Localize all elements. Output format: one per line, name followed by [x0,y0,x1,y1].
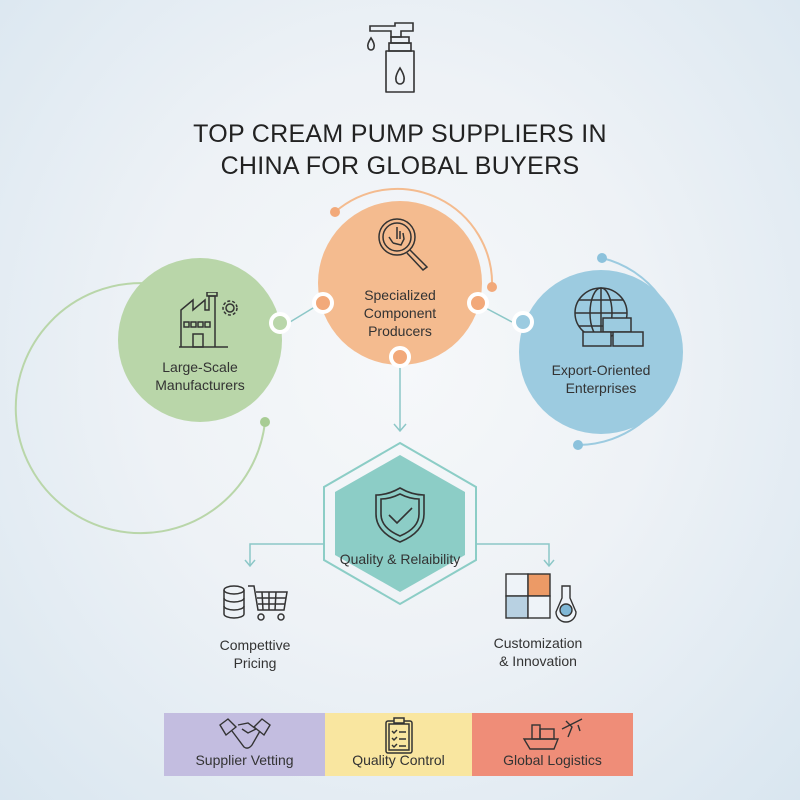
label-pricing: Compettive Pricing [219,637,291,671]
label-customization: Customization & Innovation [493,635,583,669]
footer-supplier-vetting: Supplier Vetting [164,713,325,776]
circle-specialized [318,201,482,365]
factory-gear-icon [179,292,238,348]
clipboard-checklist-icon [384,717,413,754]
green-arc [14,282,266,535]
circle-export [519,270,683,434]
shield-check-icon [375,487,425,543]
puzzle-flask-icon [505,573,577,623]
label-large-scale: Large-Scale Manufacturers [155,359,245,393]
label-quality: Quality & Relaibility [339,551,461,567]
label-export: Export-Oriented Enterprises [551,362,651,396]
footer-global-logistics: Global Logistics [472,713,633,776]
ship-plane-icon [522,718,582,750]
magnifier-hand-icon [378,218,429,271]
label-specialized: Specialized Component Producers [363,287,437,339]
hexagon-quality [335,455,465,592]
circle-large-scale [118,258,282,422]
footer-quality-control: Quality Control [325,713,472,776]
page-title: TOP CREAM PUMP SUPPLIERS IN CHINA FOR GL… [193,120,607,180]
coins-cart-icon [223,585,288,621]
globe-containers-icon [574,287,644,347]
pump-bottle-icon [367,22,415,93]
handshake-icon [218,718,271,749]
